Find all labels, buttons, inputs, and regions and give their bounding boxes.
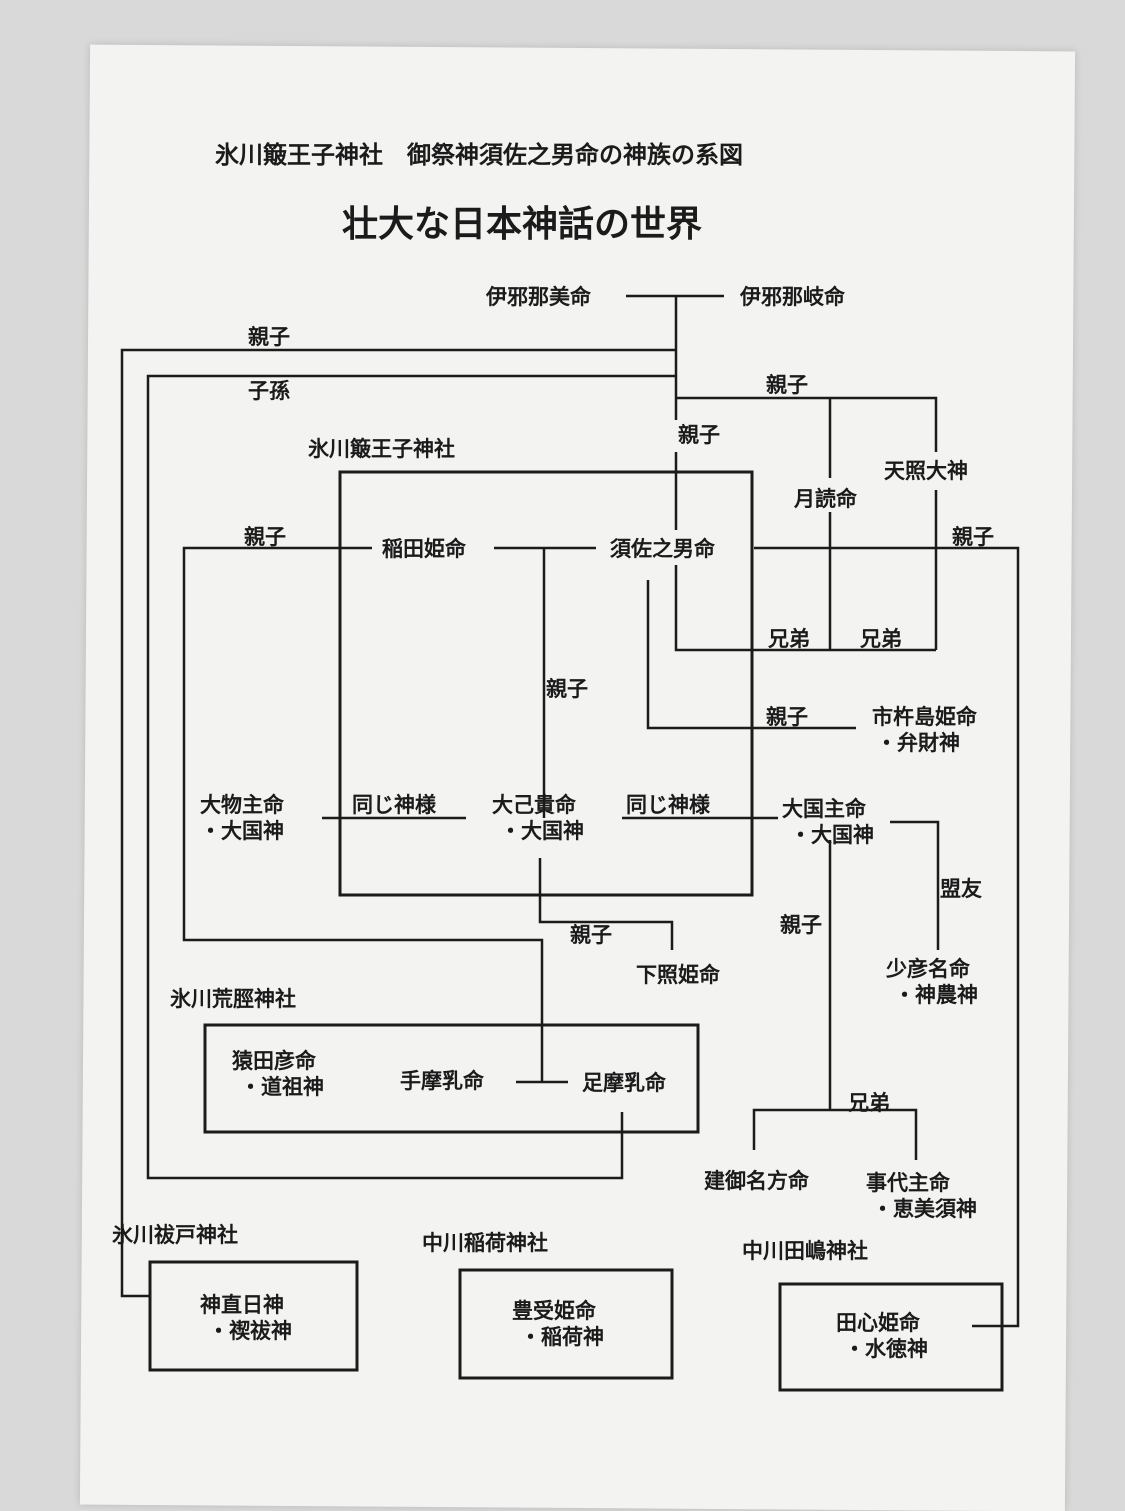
deity-name: 市杵島姫命 <box>872 705 977 729</box>
relation-onaji: 同じ神様 <box>626 793 710 817</box>
deity-name: 田心姫命 <box>836 1311 920 1335</box>
deity-name: 豊受姫命 <box>512 1299 596 1323</box>
box-arahabaki-shrine <box>203 1023 700 1134</box>
deity-alias: ・道祖神 <box>240 1075 324 1099</box>
deity-shitateru: 下照姫命 <box>636 963 720 987</box>
shrine-label-tajima: 中川田嶋神社 <box>742 1239 868 1263</box>
deity-amaterasu: 天照大神 <box>884 459 968 483</box>
relation-oyako: 親子 <box>244 525 286 549</box>
deity-ichikishima: 市杵島姫命 ・弁財神 <box>872 704 977 756</box>
deity-alias: ・恵美須神 <box>872 1197 977 1221</box>
deity-tenazuchi: 手摩乳命 <box>400 1069 484 1093</box>
deity-toyouke: 豊受姫命 ・稲荷神 <box>512 1298 604 1350</box>
relation-oyako: 親子 <box>766 373 808 397</box>
box-tajima-shrine <box>778 1282 1004 1392</box>
relation-kyodai: 兄弟 <box>768 627 810 651</box>
relation-meiyu: 盟友 <box>940 877 982 901</box>
deity-tsukuyomi: 月読命 <box>794 487 857 511</box>
relation-kyodai: 兄弟 <box>860 627 902 651</box>
deity-alias: ・大国神 <box>200 819 284 843</box>
relation-shison: 子孫 <box>248 379 290 403</box>
box-haraedo-shrine <box>148 1260 359 1372</box>
deity-name: 神直日神 <box>200 1293 284 1317</box>
box-inari-shrine <box>458 1268 674 1380</box>
box-oji-shrine <box>338 470 754 897</box>
deity-ashinazuchi: 足摩乳命 <box>582 1071 666 1095</box>
relation-oyako: 親子 <box>248 325 290 349</box>
deity-alias: ・稲荷神 <box>520 1325 604 1349</box>
deity-sarutahiko: 猿田彦命 ・道祖神 <box>232 1048 324 1100</box>
deity-susanoo: 須佐之男命 <box>610 537 715 561</box>
relation-oyako: 親子 <box>952 525 994 549</box>
diagram-title: 壮大な日本神話の世界 <box>342 204 703 245</box>
relation-oyako: 親子 <box>570 923 612 947</box>
relation-oyako: 親子 <box>678 423 720 447</box>
shrine-label-arahabaki: 氷川荒脛神社 <box>170 987 296 1011</box>
deity-name: 大物主命 <box>200 793 284 817</box>
deity-omononushi: 大物主命 ・大国神 <box>200 792 284 844</box>
shrine-boxes <box>148 470 1004 1392</box>
diagram-subtitle: 氷川簸王子神社 御祭神須佐之男命の神族の系図 <box>215 141 743 169</box>
deity-izanagi: 伊邪那岐命 <box>740 285 845 309</box>
deity-tagori: 田心姫命 ・水徳神 <box>836 1310 928 1362</box>
deity-alias: ・大国神 <box>790 823 874 847</box>
shrine-label-inari: 中川稲荷神社 <box>422 1231 548 1255</box>
deity-onamuchi: 大己貴命 ・大国神 <box>492 792 584 844</box>
deity-alias: ・禊祓神 <box>208 1319 292 1343</box>
deity-name: 大国主命 <box>782 797 866 821</box>
deity-name: 猿田彦命 <box>232 1049 316 1073</box>
deity-sukunahikona: 少彦名命 ・神農神 <box>886 956 978 1008</box>
deity-alias: ・水徳神 <box>844 1337 928 1361</box>
deity-okuninushi: 大国主命 ・大国神 <box>782 796 874 848</box>
deity-kamunaobi: 神直日神 ・禊祓神 <box>200 1292 292 1344</box>
deity-inada: 稲田姫命 <box>382 537 466 561</box>
deity-izanami: 伊邪那美命 <box>486 285 591 309</box>
relation-kyodai: 兄弟 <box>848 1091 890 1115</box>
shrine-label-haraedo: 氷川祓戸神社 <box>112 1223 238 1247</box>
deity-alias: ・弁財神 <box>876 731 960 755</box>
shrine-label-oji: 氷川簸王子神社 <box>308 437 455 461</box>
deity-name: 大己貴命 <box>492 793 576 817</box>
relation-oyako: 親子 <box>780 913 822 937</box>
connector-lines <box>120 294 1020 1328</box>
deity-alias: ・神農神 <box>894 983 978 1007</box>
deity-name: 少彦名命 <box>886 957 970 981</box>
relation-oyako: 親子 <box>766 705 808 729</box>
deity-alias: ・大国神 <box>500 819 584 843</box>
relation-onaji: 同じ神様 <box>352 793 436 817</box>
relation-oyako: 親子 <box>546 677 588 701</box>
deity-takeminakata: 建御名方命 <box>704 1169 809 1193</box>
deity-kotoshironushi: 事代主命 ・恵美須神 <box>866 1170 977 1222</box>
deity-name: 事代主命 <box>866 1171 950 1195</box>
